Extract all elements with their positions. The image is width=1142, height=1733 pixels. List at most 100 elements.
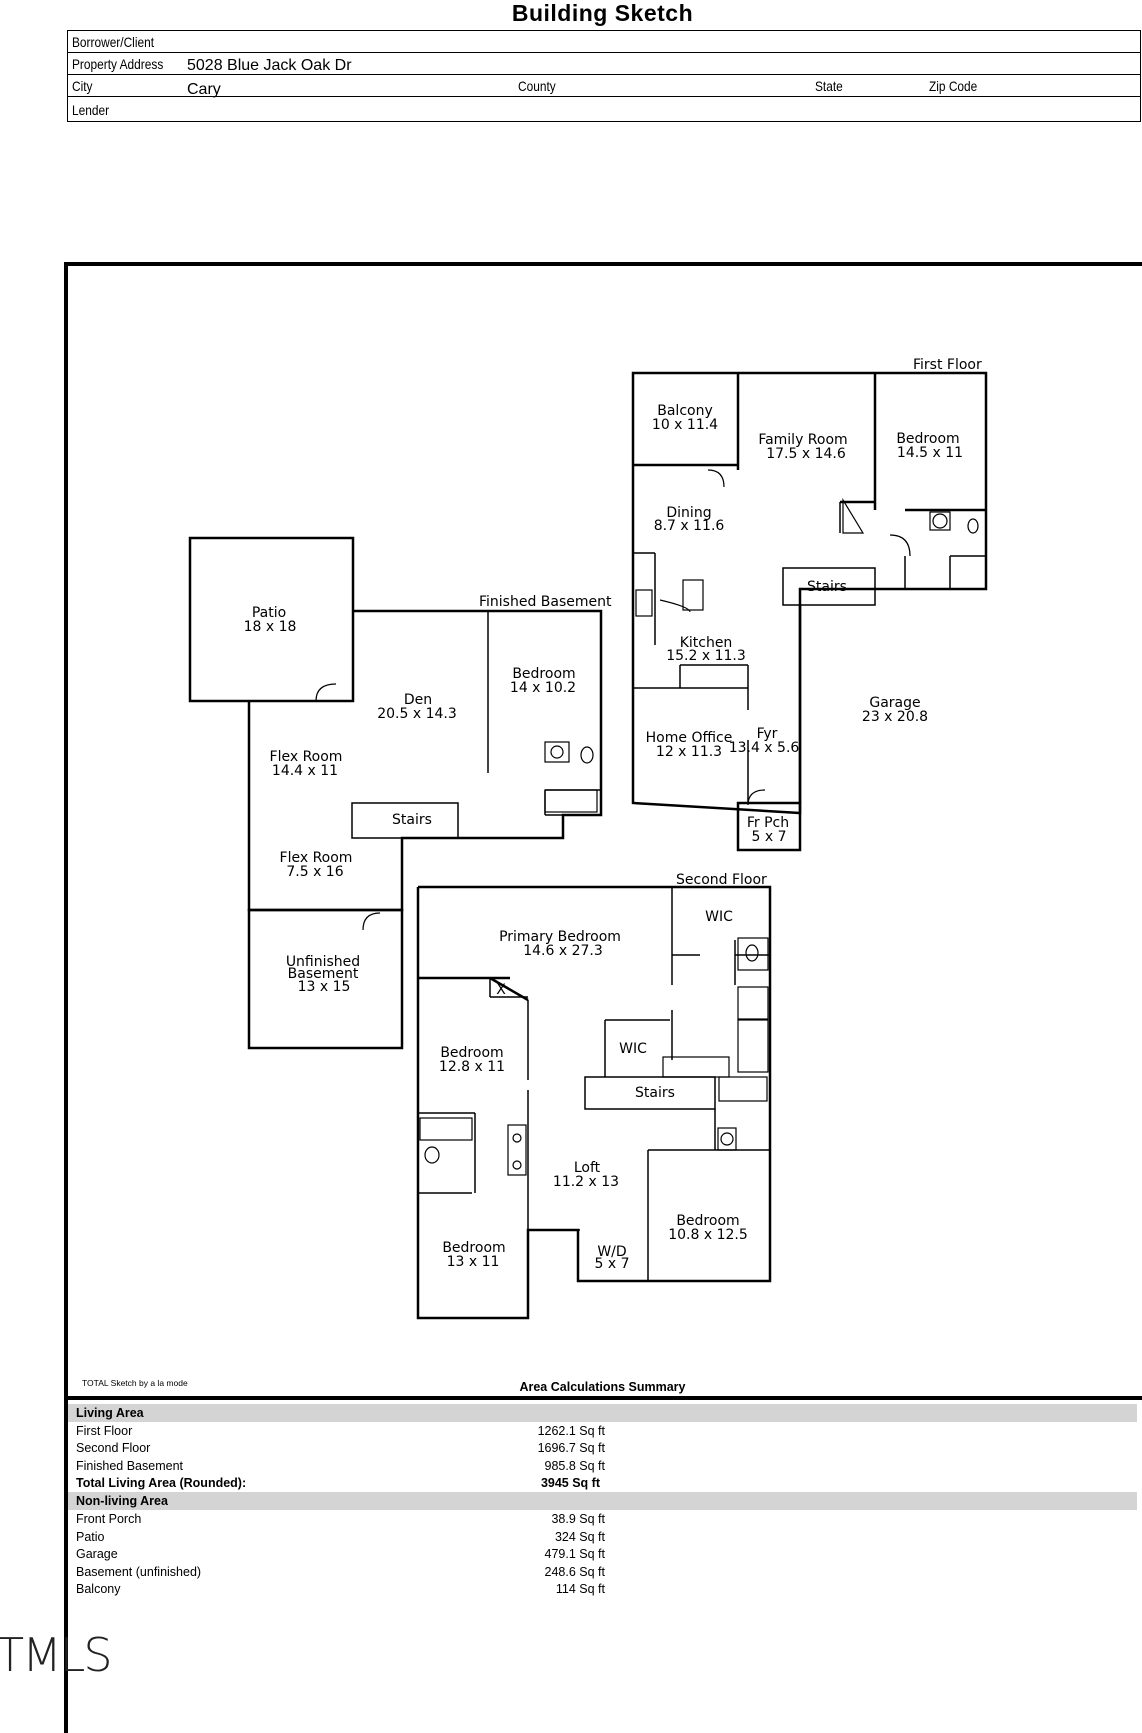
svg-text:12 x 11.3: 12 x 11.3	[656, 744, 722, 760]
svg-text:Bedroom: Bedroom	[512, 666, 575, 682]
svg-text:12.8 x 11: 12.8 x 11	[439, 1059, 505, 1075]
svg-text:13 x 15: 13 x 15	[298, 979, 351, 995]
svg-text:Home Office: Home Office	[646, 730, 733, 746]
svg-text:14.6 x 27.3: 14.6 x 27.3	[523, 943, 603, 959]
row-second-floor-value: 1696.7 Sq ft	[537, 1441, 605, 1455]
first-floor-label: First Floor	[913, 357, 982, 373]
row-balcony-value: 114 Sq ft	[555, 1582, 605, 1596]
row-total-label: Total Living Area (Rounded):	[76, 1476, 247, 1490]
svg-text:8.7 x 11.6: 8.7 x 11.6	[654, 518, 725, 534]
svg-text:Garage: Garage	[869, 695, 920, 711]
row-front-porch-label: Front Porch	[76, 1512, 142, 1526]
svg-text:X: X	[496, 982, 506, 998]
nonliving-area-band: Non-living Area	[68, 1492, 1137, 1510]
row-unfinished-value: 248.6 Sq ft	[544, 1565, 605, 1579]
floor-plan: First Floor Finished Basement Second Flo…	[188, 357, 988, 1320]
row-total-value: 3945 Sq ft	[540, 1476, 600, 1490]
borrower-row: Borrower/Client	[68, 31, 1140, 53]
svg-text:Dining: Dining	[666, 505, 711, 521]
row-first-floor-label: First Floor	[76, 1424, 133, 1438]
row-garage-value: 479.1 Sq ft	[544, 1547, 605, 1561]
svg-text:17.5 x 14.6: 17.5 x 14.6	[766, 446, 846, 462]
row-front-porch-value: 38.9 Sq ft	[551, 1512, 605, 1526]
svg-text:Stairs: Stairs	[635, 1085, 675, 1101]
patio-outline	[188, 536, 355, 703]
svg-text:Fyr: Fyr	[757, 726, 778, 742]
address-value: 5028 Blue Jack Oak Dr	[187, 57, 352, 74]
svg-text:Family Room: Family Room	[758, 432, 847, 448]
nonliving-area-title: Non-living Area	[76, 1494, 168, 1508]
svg-text:Unfinished: Unfinished	[286, 954, 360, 970]
svg-text:Stairs: Stairs	[807, 579, 847, 595]
living-area-title: Living Area	[76, 1406, 144, 1420]
svg-text:Primary Bedroom: Primary Bedroom	[499, 929, 621, 945]
svg-text:20.5 x 14.3: 20.5 x 14.3	[377, 706, 457, 722]
walls	[188, 371, 988, 1320]
address-label: Property Address	[72, 56, 164, 72]
svg-text:14 x 10.2: 14 x 10.2	[510, 680, 576, 696]
row-basement-label: Finished Basement	[76, 1459, 184, 1473]
svg-text:10.8 x 12.5: 10.8 x 12.5	[668, 1227, 748, 1243]
row-balcony-label: Balcony	[76, 1582, 121, 1596]
sketch-frame	[64, 262, 1142, 1733]
borrower-label: Borrower/Client	[72, 34, 155, 50]
front-porch-outline	[736, 801, 802, 852]
svg-text:WIC: WIC	[619, 1041, 647, 1057]
watermark-logo: TMLS	[0, 1628, 113, 1682]
svg-text:11.2 x 13: 11.2 x 13	[553, 1174, 619, 1190]
svg-text:Bedroom: Bedroom	[676, 1213, 739, 1229]
svg-text:7.5 x 16: 7.5 x 16	[286, 864, 343, 880]
row-first-floor-value: 1262.1 Sq ft	[537, 1424, 605, 1438]
svg-text:14.4 x 11: 14.4 x 11	[272, 763, 338, 779]
svg-text:18 x 18: 18 x 18	[244, 619, 297, 635]
svg-text:13 x 11: 13 x 11	[447, 1254, 500, 1270]
summary-title: Area Calculations Summary	[519, 1380, 686, 1394]
row-garage-label: Garage	[76, 1547, 118, 1561]
address-row: Property Address 5028 Blue Jack Oak Dr	[68, 53, 1140, 75]
second-floor-label: Second Floor	[676, 872, 767, 888]
svg-text:Basement: Basement	[288, 966, 359, 982]
svg-text:Den: Den	[404, 692, 432, 708]
property-header-table: Borrower/Client Property Address 5028 Bl…	[67, 30, 1141, 122]
county-label: County	[518, 78, 556, 94]
software-credit: TOTAL Sketch by a la mode	[82, 1378, 188, 1388]
svg-text:Flex Room: Flex Room	[280, 850, 353, 866]
svg-text:Balcony: Balcony	[657, 403, 713, 419]
svg-text:Bedroom: Bedroom	[440, 1045, 503, 1061]
lender-row: Lender	[68, 97, 1140, 121]
svg-text:Patio: Patio	[252, 605, 286, 621]
row-second-floor-label: Second Floor	[76, 1441, 151, 1455]
svg-text:15.2 x 11.3: 15.2 x 11.3	[666, 648, 746, 664]
svg-text:23 x 20.8: 23 x 20.8	[862, 709, 928, 725]
svg-text:Kitchen: Kitchen	[680, 635, 733, 651]
svg-text:13.4 x 5.6: 13.4 x 5.6	[729, 740, 800, 756]
living-area-band: Living Area	[68, 1404, 1137, 1422]
city-row: City Cary County State Zip Code	[68, 75, 1140, 98]
svg-text:Loft: Loft	[574, 1160, 601, 1176]
page-title: Building Sketch	[511, 0, 694, 26]
state-label: State	[815, 78, 843, 94]
summary-divider	[64, 1396, 1142, 1400]
svg-text:WIC: WIC	[705, 909, 733, 925]
svg-text:Stairs: Stairs	[392, 812, 432, 828]
row-unfinished-label: Basement (unfinished)	[76, 1565, 202, 1579]
svg-text:Bedroom: Bedroom	[896, 431, 959, 447]
svg-text:Bedroom: Bedroom	[442, 1240, 505, 1256]
svg-text:5 x 7: 5 x 7	[595, 1256, 630, 1272]
svg-text:5 x 7: 5 x 7	[752, 829, 787, 845]
fixtures	[315, 469, 979, 1176]
svg-text:10 x 11.4: 10 x 11.4	[652, 417, 718, 433]
svg-text:Fr Pch: Fr Pch	[747, 815, 789, 831]
city-value: Cary	[187, 81, 221, 98]
lender-label: Lender	[72, 102, 110, 118]
row-basement-value: 985.8 Sq ft	[544, 1459, 605, 1473]
zip-label: Zip Code	[929, 78, 978, 94]
svg-text:Flex Room: Flex Room	[270, 749, 343, 765]
basement-label: Finished Basement	[479, 594, 612, 610]
svg-text:14.5 x 11: 14.5 x 11	[897, 445, 963, 461]
unfinished-basement-outline	[247, 908, 404, 1050]
svg-text:W/D: W/D	[597, 1244, 626, 1260]
row-patio-label: Patio	[76, 1530, 105, 1544]
city-label: City	[72, 78, 93, 94]
row-patio-value: 324 Sq ft	[554, 1530, 605, 1544]
